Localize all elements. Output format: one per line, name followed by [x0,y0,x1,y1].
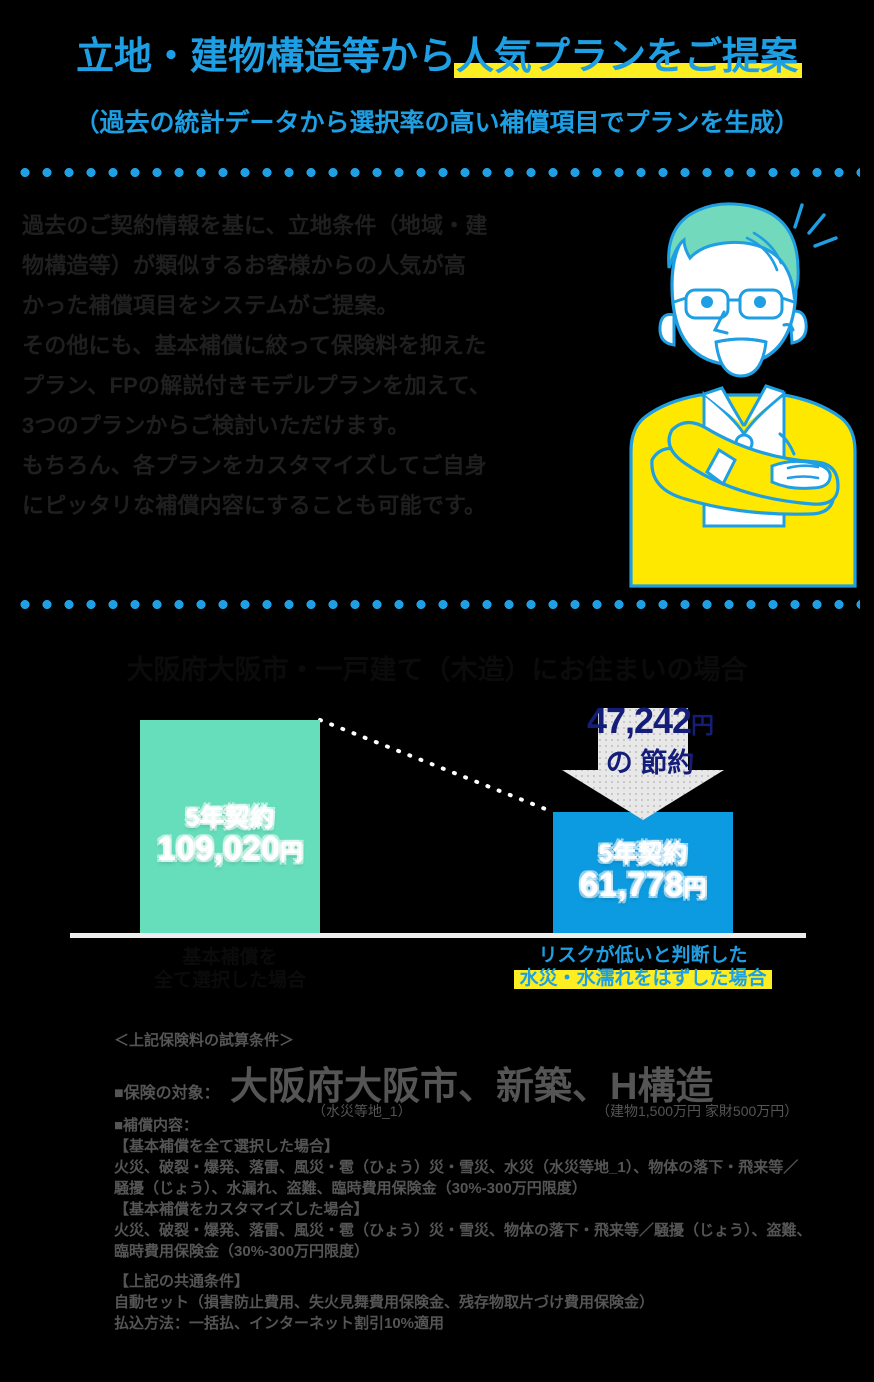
bar-full-coverage: 5年契約 109,020円 [140,720,320,934]
chart-baseline-axis [70,933,806,938]
bar-term-label: 5年契約 [598,840,688,868]
bar-amount-value: 109,020 [157,830,280,868]
category-label-customized-coverage: リスクが低いと判断した 水災・水濡れをはずした場合 [503,944,783,990]
category-line-highlight-text: 水災・水濡れをはずした場合 [514,968,772,989]
coverage-full-line: 騒擾（じょう）、水漏れ、盗難、臨時費用保険金（30%-300万円限度） [114,1180,587,1197]
category-line: 全て選択した場合 [153,970,306,991]
insurance-subject-label: ■保険の対象： [114,1085,220,1102]
coverage-heading: ■補償内容： [114,1117,199,1134]
coverage-full-line: 火災、破裂・爆発、落雷、風災・雹（ひょう）災・雪災、水災（水災等地_1）、物体の… [114,1159,799,1176]
coverage-custom-title: 【基本補償をカスタマイズした場合】 [114,1201,369,1218]
common-conditions-title: 【上記の共通条件】 [114,1273,250,1290]
hair-stroke [745,236,779,272]
footnote-heading: ＜上記保険料の試算条件＞ [114,1032,295,1049]
dotted-divider-top [14,168,860,177]
category-line: 基本補償を [182,947,278,968]
savings-callout: 47,242円 の 節約 [510,703,790,780]
intro-line: にピッタリな補償内容にすることも可能です。 [22,493,487,518]
dotted-divider-bottom [14,600,860,609]
insurance-subject-note-amounts: （建物1,500万円 家財500万円） [596,1103,799,1119]
intro-line: かった補償項目をシステムがご提案。 [22,293,399,318]
headline-plain-part: 立地・建物構造等から [75,36,456,78]
insurance-subject-row: ■保険の対象： 大阪府大阪市、新築、H構造 （水災等地_1） （建物1,500万… [114,1053,814,1119]
eye-right [754,296,766,308]
common-conditions-line: 払込方法：一括払、インターネット割引10%適用 [114,1315,445,1332]
category-label-full-coverage: 基本補償を 全て選択した場合 [140,946,320,992]
intro-line: その他にも、基本補償に絞って保険料を抑えた [22,333,487,358]
savings-arrow-icon [562,708,724,820]
sparkle-line [793,203,804,229]
savings-amount: 47,242 [586,700,692,741]
headline-highlighted-part: 人気プランをご提案 [453,36,803,78]
category-line: リスクが低いと判断した [538,945,748,966]
hair-stroke [752,231,783,265]
bar-term-label: 5年契約 [185,804,275,832]
hand [770,459,832,490]
intro-line: もちろん、各プランをカスタマイズしてご自身 [22,453,487,478]
savings-suffix: の 節約 [605,748,695,778]
insurance-subject-note-flood: （水災等地_1） [312,1103,412,1119]
common-conditions-line: 自動セット（損害防止費用、失火見舞費用保険金、残存物取片づけ費用保険金） [114,1294,655,1311]
bar-amount-label: 109,020円 [140,830,320,869]
coverage-full-title: 【基本補償を全て選択した場合】 [114,1138,340,1155]
savings-unit: 円 [691,712,714,738]
coverage-custom-line: 火災、破裂・爆発、落雷、風災・雹（ひょう）災・雪災、物体の落下・飛来等／騒擾（じ… [114,1222,812,1239]
page-headline: 立地・建物構造等から人気プランをご提案 [0,36,874,80]
character-illustration [612,190,874,590]
person-svg [629,202,857,588]
chart-title: 大阪府大阪市・一戸建て（木造）にお住まいの場合 [126,655,748,685]
bar-amount-unit: 円 [683,875,707,901]
footnotes: ＜上記保険料の試算条件＞ ■保険の対象： 大阪府大阪市、新築、H構造 （水災等地… [114,1031,814,1334]
sparkle-line [807,213,826,235]
nose [712,310,729,335]
bar-amount-value: 61,778 [579,866,684,904]
eye-left [701,296,713,308]
intro-line: 物構造等）が類似するお客様からの人気が高 [22,253,467,278]
collar-right [742,384,785,427]
collar-left [703,386,746,427]
coverage-custom-line: 臨時費用保険金（30%-300万円限度） [114,1243,370,1260]
bar-customized-coverage: 5年契約 61,778円 [553,812,733,934]
sparkle-line [813,236,838,248]
intro-paragraph: 過去のご契約情報を基に、立地条件（地域・建 物構造等）が類似するお客様からの人気… [22,206,602,526]
savings-amount-line: 47,242円 [510,703,790,742]
page-subheadline: （過去の統計データから選択率の高い補償項目でプランを生成） [74,109,800,137]
coverage-section: ■補償内容： 【基本補償を全て選択した場合】 火災、破裂・爆発、落雷、風災・雹（… [114,1115,814,1334]
intro-line: 3つのプランからご検討いただけます。 [22,413,410,438]
bar-amount-label: 61,778円 [553,866,733,905]
intro-line: プラン、FPの解説付きモデルプランを加えて、 [22,373,491,398]
sleeve-cuff [705,447,737,487]
category-line-highlighted: 水災・水濡れをはずした場合 [503,967,783,990]
insurance-subject-value: 大阪府大阪市、新築、H構造 [230,1066,714,1108]
spacer [114,1262,814,1271]
intro-line: 過去のご契約情報を基に、立地条件（地域・建 [22,213,488,238]
bar-amount-unit: 円 [279,839,303,865]
arrow-shape [562,708,724,820]
